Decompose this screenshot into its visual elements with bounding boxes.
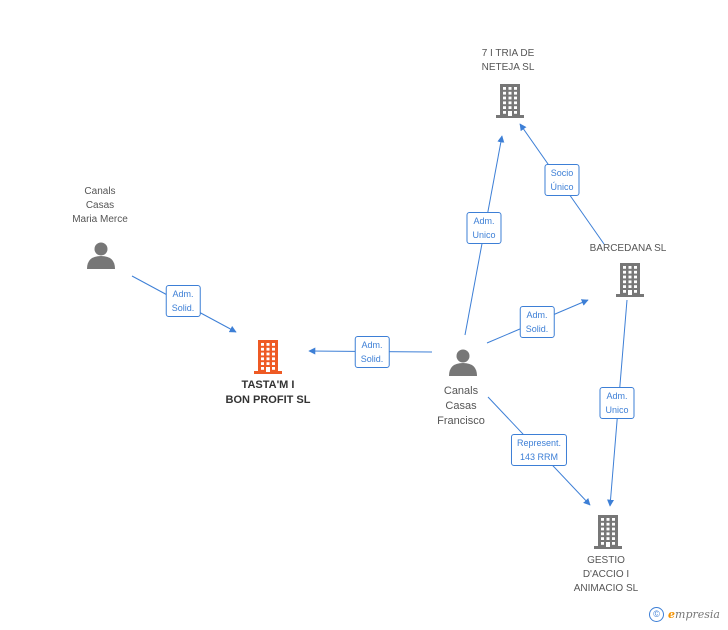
node-label-barcedana[interactable]: BARCEDANA SL	[590, 242, 667, 256]
edge-label-line: Unico	[605, 405, 629, 415]
edge-label-line: Adm.	[526, 310, 548, 320]
empresia-logo: empresia	[668, 608, 720, 621]
node-label-line: Canals	[84, 186, 116, 197]
building-icon[interactable]	[616, 263, 644, 297]
building-icon[interactable]	[594, 515, 622, 549]
node-label-line: GESTIO	[587, 555, 625, 566]
edge-label-line: Adm.	[361, 340, 383, 350]
edge-label-canals_francisco-to-barcedana[interactable]: Adm. Solid.	[519, 306, 555, 338]
edge-label-line: Adm.	[606, 391, 628, 401]
edge-label-line: 143 RRM	[519, 452, 558, 462]
node-label-tastam[interactable]: TASTA'M I BON PROFIT SL	[226, 378, 311, 408]
edge-label-line: Adm.	[172, 289, 194, 299]
node-label-tria[interactable]: 7 I TRIA DE NETEJA SL	[482, 47, 535, 75]
building-icon[interactable]	[254, 340, 282, 374]
edge-label-line: Solid.	[360, 354, 384, 364]
edge-label-line: Solid.	[171, 303, 195, 313]
edge-label-canals_maria-to-tastam[interactable]: Adm. Solid.	[165, 285, 201, 317]
node-label-line: Canals	[443, 385, 479, 397]
person-icon[interactable]	[87, 242, 115, 270]
footer-brand[interactable]: © empresia	[649, 607, 720, 622]
edge-label-line: Solid.	[525, 324, 549, 334]
node-label-line: 7 I TRIA DE	[481, 48, 535, 59]
node-label-line: BON PROFIT SL	[225, 394, 311, 406]
copyright-icon: ©	[649, 607, 665, 622]
node-label-line: Maria Merce	[72, 214, 128, 225]
edge-label-line: Único	[550, 182, 574, 192]
person-icon[interactable]	[449, 349, 477, 377]
node-label-line: Casas	[85, 200, 115, 211]
building-icon[interactable]	[496, 84, 524, 118]
node-label-line: NETEJA SL	[481, 62, 535, 73]
edge-label-line: Adm.	[473, 216, 495, 226]
node-label-line: Casas	[445, 400, 477, 412]
node-label-line: Francisco	[437, 415, 485, 427]
edge-label-barcedana-to-gestio[interactable]: Adm. Unico	[599, 387, 635, 419]
node-label-line: BARCEDANA SL	[589, 243, 667, 254]
node-label-line: D'ACCIO I	[582, 569, 630, 580]
edge-label-canals_francisco-to-tastam[interactable]: Adm. Solid.	[354, 336, 390, 368]
node-label-gestio[interactable]: GESTIO D'ACCIO I ANIMACIO SL	[574, 554, 638, 596]
node-label-line: ANIMACIO SL	[573, 583, 639, 594]
node-label-line: TASTA'M I	[241, 379, 295, 391]
edge-label-line: Unico	[472, 230, 496, 240]
edge-label-line: Represent.	[516, 438, 562, 448]
edge-label-canals_francisco-to-tria[interactable]: Adm. Unico	[466, 212, 502, 244]
edge-label-line: Socio	[550, 168, 574, 178]
edge-label-canals_francisco-to-gestio[interactable]: Represent. 143 RRM	[510, 434, 568, 466]
